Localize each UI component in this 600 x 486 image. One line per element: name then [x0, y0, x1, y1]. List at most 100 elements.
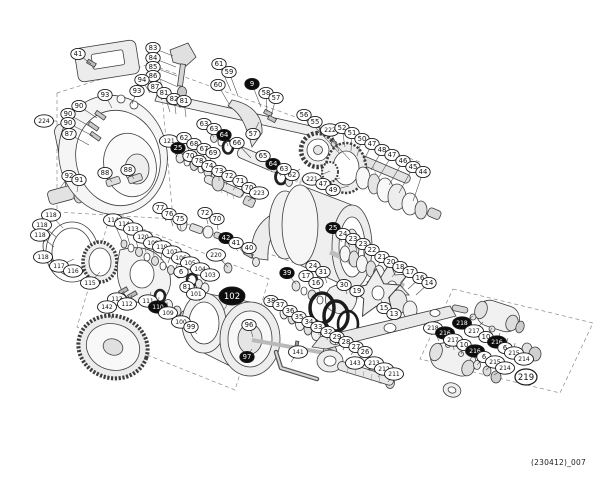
svg-text:64: 64 — [269, 160, 278, 168]
svg-text:18: 18 — [396, 263, 405, 271]
callout-31: 31 — [315, 265, 331, 279]
svg-text:211: 211 — [388, 371, 400, 378]
callout-26: 26 — [357, 345, 373, 359]
callout-9: 9 — [244, 77, 260, 91]
svg-text:38: 38 — [267, 297, 276, 305]
svg-text:101: 101 — [190, 291, 202, 298]
callout-118: 118 — [41, 208, 61, 222]
svg-text:118: 118 — [36, 222, 48, 229]
svg-text:6: 6 — [482, 353, 486, 361]
callout-93: 93 — [97, 88, 113, 102]
callout-87: 87 — [61, 127, 77, 141]
svg-text:113: 113 — [127, 226, 139, 233]
svg-text:36: 36 — [286, 307, 295, 315]
svg-text:116: 116 — [67, 268, 79, 275]
svg-text:217: 217 — [447, 337, 459, 344]
svg-text:100: 100 — [175, 319, 187, 326]
svg-text:37: 37 — [276, 301, 285, 309]
callout-103: 103 — [200, 268, 220, 282]
svg-text:22: 22 — [368, 246, 377, 254]
svg-text:33: 33 — [314, 323, 323, 331]
document-code: (230412)_007 — [531, 458, 586, 467]
svg-text:24: 24 — [309, 262, 318, 270]
svg-text:72: 72 — [225, 172, 234, 180]
callout-93: 93 — [129, 84, 145, 98]
callout-214: 214 — [514, 352, 534, 366]
svg-text:103: 103 — [204, 272, 216, 279]
svg-text:215: 215 — [489, 359, 501, 366]
svg-text:39: 39 — [283, 269, 292, 277]
svg-text:86: 86 — [149, 72, 158, 80]
svg-text:63: 63 — [210, 125, 219, 133]
svg-text:29: 29 — [333, 333, 342, 341]
svg-text:87: 87 — [151, 83, 160, 91]
svg-text:112: 112 — [121, 301, 133, 308]
svg-text:13: 13 — [390, 310, 399, 318]
svg-text:51: 51 — [348, 129, 357, 137]
svg-text:113: 113 — [111, 296, 123, 303]
counter-unit — [74, 39, 140, 83]
svg-text:17: 17 — [406, 268, 415, 276]
svg-text:218: 218 — [427, 325, 439, 332]
svg-text:141: 141 — [292, 349, 304, 356]
svg-text:23: 23 — [359, 240, 368, 248]
svg-text:19: 19 — [353, 287, 362, 295]
svg-text:108: 108 — [147, 240, 159, 247]
callout-16: 16 — [308, 276, 324, 290]
svg-text:23: 23 — [349, 235, 358, 243]
svg-text:47: 47 — [368, 140, 377, 148]
svg-text:143: 143 — [349, 360, 361, 367]
svg-text:96: 96 — [245, 321, 254, 329]
svg-text:81: 81 — [180, 97, 189, 105]
svg-text:93: 93 — [133, 87, 142, 95]
svg-text:25: 25 — [174, 144, 183, 152]
callout-57: 57 — [245, 127, 261, 141]
callout-64: 64 — [216, 128, 232, 142]
svg-text:90: 90 — [64, 110, 73, 118]
callout-61: 61 — [211, 57, 227, 71]
svg-text:78: 78 — [195, 157, 204, 165]
svg-text:41: 41 — [74, 50, 83, 58]
svg-text:69: 69 — [209, 149, 218, 157]
svg-text:44: 44 — [419, 168, 428, 176]
svg-text:104: 104 — [194, 266, 206, 273]
callout-94: 94 — [134, 73, 150, 87]
svg-text:26: 26 — [361, 348, 370, 356]
callout-66: 66 — [229, 136, 245, 150]
callout-63: 63 — [276, 162, 292, 176]
callout-81: 81 — [176, 94, 192, 108]
svg-text:10: 10 — [482, 333, 491, 341]
svg-text:49: 49 — [329, 186, 338, 194]
svg-text:121: 121 — [163, 138, 175, 145]
callout-115: 115 — [80, 276, 100, 290]
svg-text:47: 47 — [388, 151, 397, 159]
svg-text:6: 6 — [179, 268, 183, 276]
svg-text:217: 217 — [468, 328, 480, 335]
callout-6: 6 — [173, 265, 189, 279]
callout-69: 69 — [205, 146, 221, 160]
svg-text:88: 88 — [124, 166, 133, 174]
svg-text:14: 14 — [425, 279, 434, 287]
svg-text:70: 70 — [186, 152, 195, 160]
svg-text:213: 213 — [368, 360, 380, 367]
svg-text:71: 71 — [236, 177, 245, 185]
svg-text:102: 102 — [224, 292, 240, 302]
svg-text:215: 215 — [508, 350, 520, 357]
callout-65: 65 — [255, 149, 271, 163]
callout-118: 118 — [33, 250, 53, 264]
callout-142: 142 — [97, 300, 117, 314]
svg-text:31: 31 — [319, 268, 328, 276]
callout-214: 214 — [495, 361, 515, 375]
svg-text:111: 111 — [142, 298, 154, 305]
svg-text:75: 75 — [176, 215, 185, 223]
svg-text:114: 114 — [107, 217, 119, 224]
svg-text:118: 118 — [45, 212, 57, 219]
callout-99: 99 — [183, 320, 199, 334]
svg-text:10: 10 — [460, 341, 469, 349]
callout-143: 143 — [345, 356, 365, 370]
svg-text:62: 62 — [180, 134, 189, 142]
svg-text:20: 20 — [387, 258, 396, 266]
callout-57: 57 — [268, 91, 284, 105]
